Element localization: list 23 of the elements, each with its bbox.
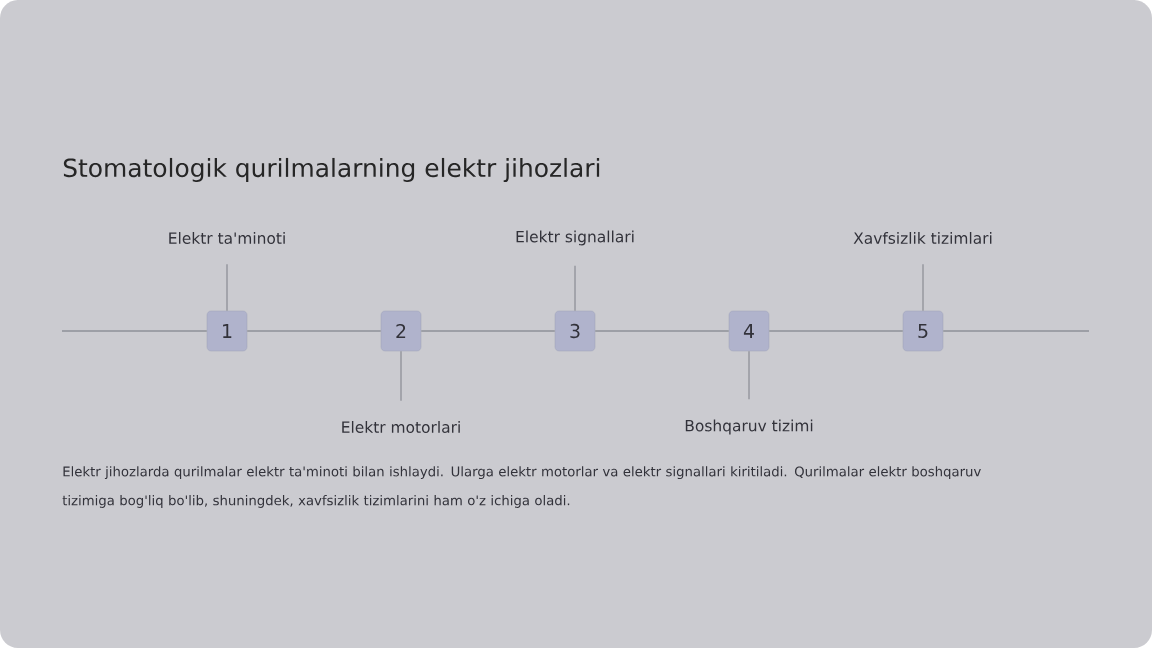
- step-number-box: 5: [902, 310, 944, 352]
- step-label: Elektr motorlari: [342, 421, 460, 433]
- step-number-box: 4: [728, 310, 770, 352]
- title: Stomatologik qurilmalarning elektr jihozlari: [63, 157, 600, 183]
- leader-line: [400, 350, 402, 402]
- step-label: Xavfsizlik tizimlari: [853, 232, 992, 244]
- timeline-line: [420, 330, 556, 332]
- timeline-line: [61, 330, 208, 332]
- step-number-box: 3: [554, 310, 596, 352]
- timeline-line: [594, 330, 730, 332]
- leader-line: [226, 263, 228, 312]
- leader-line: [574, 265, 576, 312]
- description-paragraph: Elektr jihozlarda qurilmalar elektr ta'minoti bilan ishlaydi. Ularga elektr motorlar va elektr signallari kiritiladi. Qurilmalar elektr boshqaruv tizimiga bog'liq bo'lib, shuningdek, xavfsizlik tizimlarini ham o'z ichiga oladi.: [62, 466, 981, 508]
- step-label: Elektr ta'minoti: [169, 232, 285, 244]
- step-number-box: 1: [206, 310, 248, 352]
- leader-line: [748, 350, 750, 400]
- timeline-line: [246, 330, 382, 332]
- timeline-line: [942, 330, 1090, 332]
- leader-line: [922, 263, 924, 312]
- step-number-box: 2: [380, 310, 422, 352]
- step-label: Elektr signallari: [516, 230, 634, 246]
- step-label: Boshqaruv tizimi: [685, 419, 813, 435]
- timeline-line: [768, 330, 904, 332]
